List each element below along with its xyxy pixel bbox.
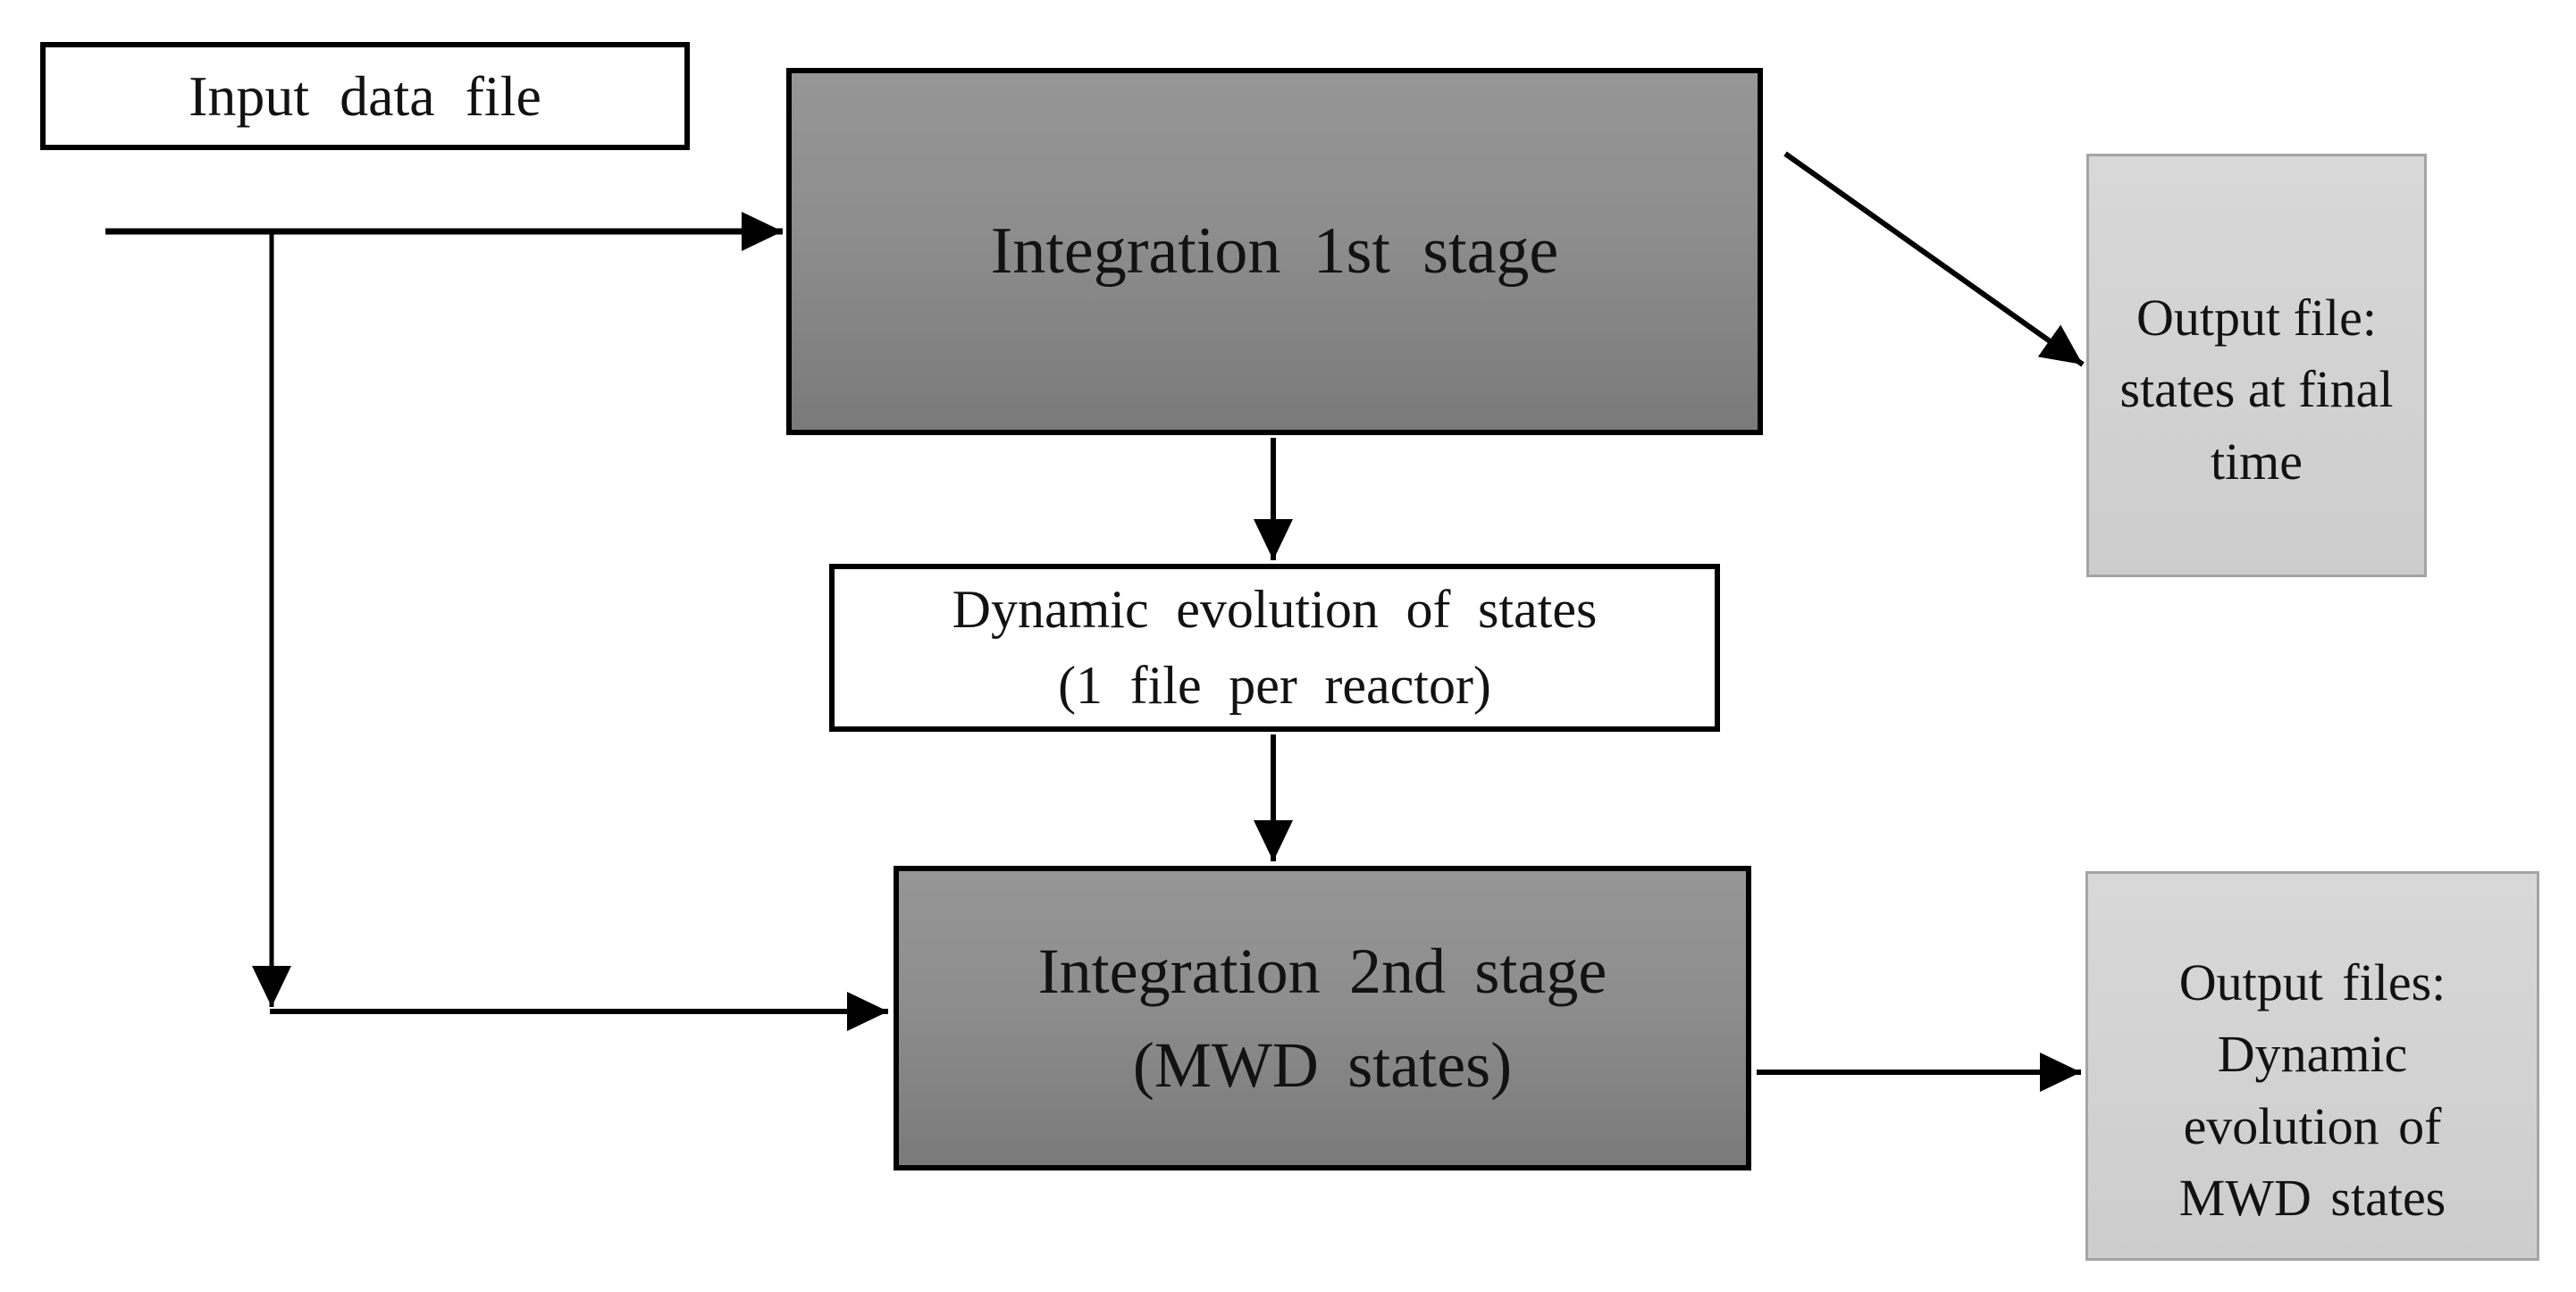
node-label-line: Dynamic (2217, 1025, 2408, 1084)
node-label-line: Dynamic evolution of states (952, 579, 1598, 639)
node-label-line: evolution of (2183, 1096, 2442, 1155)
node-dynamic-evolution-of-states: Dynamic evolution of states (1 file per … (829, 564, 1720, 732)
node-label: Input data file (189, 63, 541, 128)
node-input-data-file: Input data file (40, 42, 690, 150)
node-label-line: (1 file per reactor) (1058, 656, 1491, 715)
node-label-line: Output files: (2178, 953, 2446, 1012)
arrow-stage1-to-output-file (1783, 151, 2085, 367)
node-label-line: (MWD states) (1132, 1028, 1513, 1101)
node-label: Integration 1st stage (990, 214, 1559, 288)
node-label-line: states at final (2119, 360, 2394, 419)
node-label-line: time (2210, 432, 2303, 491)
node-integration-2nd-stage: Integration 2nd stage (MWD states) (894, 866, 1751, 1170)
node-integration-1st-stage: Integration 1st stage (786, 68, 1763, 435)
node-output-files-mwd-states: Output files: Dynamic evolution of MWD s… (2085, 871, 2539, 1261)
node-label-line: Integration 2nd stage (1037, 935, 1607, 1008)
node-label-line: MWD states (2178, 1168, 2446, 1227)
node-output-file-states-final-time: Output file: states at final time (2086, 154, 2427, 577)
node-label-line: Output file: (2135, 289, 2377, 348)
